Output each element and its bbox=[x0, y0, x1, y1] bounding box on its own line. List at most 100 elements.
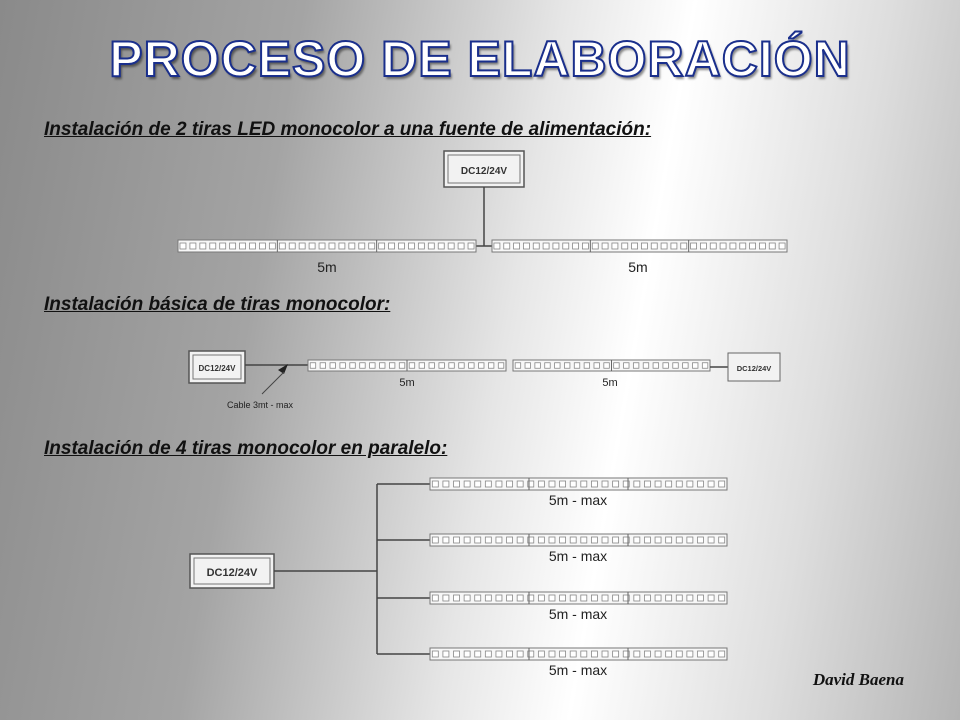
led-chip bbox=[497, 362, 505, 369]
led-chip bbox=[338, 242, 346, 250]
led-chip bbox=[447, 242, 455, 250]
led-chip bbox=[359, 362, 366, 369]
led-strip bbox=[429, 591, 728, 605]
led-chip bbox=[701, 362, 709, 369]
led-chip bbox=[559, 594, 566, 602]
led-chip bbox=[453, 594, 460, 602]
strip-length-label: 5m - max bbox=[549, 662, 607, 678]
led-chip bbox=[580, 594, 588, 602]
led-chip bbox=[686, 594, 694, 602]
led-chip bbox=[569, 536, 577, 544]
led-chip bbox=[601, 480, 609, 488]
led-chip bbox=[319, 362, 327, 369]
led-chip bbox=[484, 594, 492, 602]
led-chip bbox=[328, 242, 336, 250]
led-strip bbox=[429, 647, 728, 661]
led-chip bbox=[562, 242, 570, 250]
power-supply-box-right bbox=[727, 352, 781, 382]
led-chip bbox=[506, 536, 513, 544]
led-chip bbox=[662, 362, 669, 369]
section-heading-two-strips: Instalación de 2 tiras LED monocolor a u… bbox=[44, 119, 652, 140]
led-chip bbox=[431, 650, 439, 658]
led-chip bbox=[544, 362, 551, 369]
led-chip bbox=[682, 362, 689, 369]
led-chip bbox=[621, 242, 629, 250]
diagram-parallel: DC12/24V 5m - max 5m - max 5m - max 5m -… bbox=[189, 477, 728, 678]
led-chip bbox=[527, 480, 535, 488]
led-chip bbox=[749, 242, 756, 250]
led-chip bbox=[692, 362, 699, 369]
led-chip bbox=[318, 242, 326, 250]
led-chip bbox=[611, 242, 619, 250]
led-chip bbox=[442, 594, 450, 602]
led-chip bbox=[622, 480, 630, 488]
power-supply-label: DC12/24V bbox=[737, 364, 772, 373]
strip-body bbox=[429, 477, 728, 491]
led-chip bbox=[542, 242, 550, 250]
led-chip bbox=[448, 362, 455, 369]
led-chip bbox=[573, 362, 581, 369]
led-chip bbox=[527, 594, 535, 602]
led-chip bbox=[697, 594, 704, 602]
led-chip bbox=[612, 650, 620, 658]
led-chip bbox=[527, 536, 535, 544]
led-chip bbox=[463, 650, 471, 658]
led-strip-right bbox=[491, 239, 788, 253]
strip-length-label: 5m - max bbox=[549, 606, 607, 622]
led-chip bbox=[249, 242, 256, 250]
led-strip-left bbox=[307, 359, 507, 372]
led-chip bbox=[569, 650, 577, 658]
led-chip bbox=[642, 362, 650, 369]
led-chip bbox=[199, 242, 207, 250]
led-chip bbox=[548, 594, 556, 602]
led-chip bbox=[458, 362, 465, 369]
led-chip bbox=[189, 242, 197, 250]
led-chip bbox=[467, 242, 475, 250]
led-chip bbox=[665, 650, 673, 658]
led-chip bbox=[709, 242, 717, 250]
led-chip bbox=[665, 480, 673, 488]
led-chip bbox=[431, 536, 439, 544]
led-chip bbox=[427, 242, 435, 250]
led-chip bbox=[644, 650, 651, 658]
led-chip bbox=[388, 362, 396, 369]
led-chip bbox=[229, 242, 237, 250]
led-chip bbox=[259, 242, 266, 250]
led-chip bbox=[554, 362, 561, 369]
led-chip bbox=[559, 536, 566, 544]
led-chip bbox=[675, 480, 683, 488]
led-chip bbox=[631, 242, 638, 250]
author-signature: David Baena bbox=[812, 670, 904, 689]
led-chip bbox=[537, 536, 545, 544]
led-chip bbox=[697, 650, 704, 658]
led-chip bbox=[601, 242, 609, 250]
led-chip bbox=[593, 362, 600, 369]
led-chip bbox=[516, 650, 524, 658]
led-chip bbox=[339, 362, 346, 369]
led-chip bbox=[768, 242, 776, 250]
led-chip bbox=[398, 362, 406, 369]
led-chip bbox=[650, 242, 658, 250]
power-supply-label: DC12/24V bbox=[207, 567, 258, 579]
led-chip bbox=[613, 362, 620, 369]
led-chip bbox=[239, 242, 246, 250]
led-chip bbox=[718, 594, 726, 602]
led-chip bbox=[431, 594, 439, 602]
led-chip bbox=[537, 480, 545, 488]
led-chip bbox=[506, 480, 513, 488]
led-chip bbox=[601, 650, 609, 658]
led-chip bbox=[718, 650, 726, 658]
led-chip bbox=[428, 362, 435, 369]
led-chip bbox=[759, 242, 766, 250]
cable-pointer bbox=[261, 371, 285, 395]
led-chip bbox=[348, 242, 356, 250]
led-chip bbox=[532, 242, 540, 250]
led-chip bbox=[580, 536, 588, 544]
cable-length-label: Cable 3mt - max bbox=[227, 400, 294, 410]
led-chip bbox=[474, 594, 482, 602]
led-chip bbox=[580, 650, 588, 658]
led-chip bbox=[219, 242, 227, 250]
strip-body bbox=[429, 533, 728, 547]
power-supply-inner bbox=[447, 154, 521, 184]
led-chip bbox=[718, 480, 726, 488]
